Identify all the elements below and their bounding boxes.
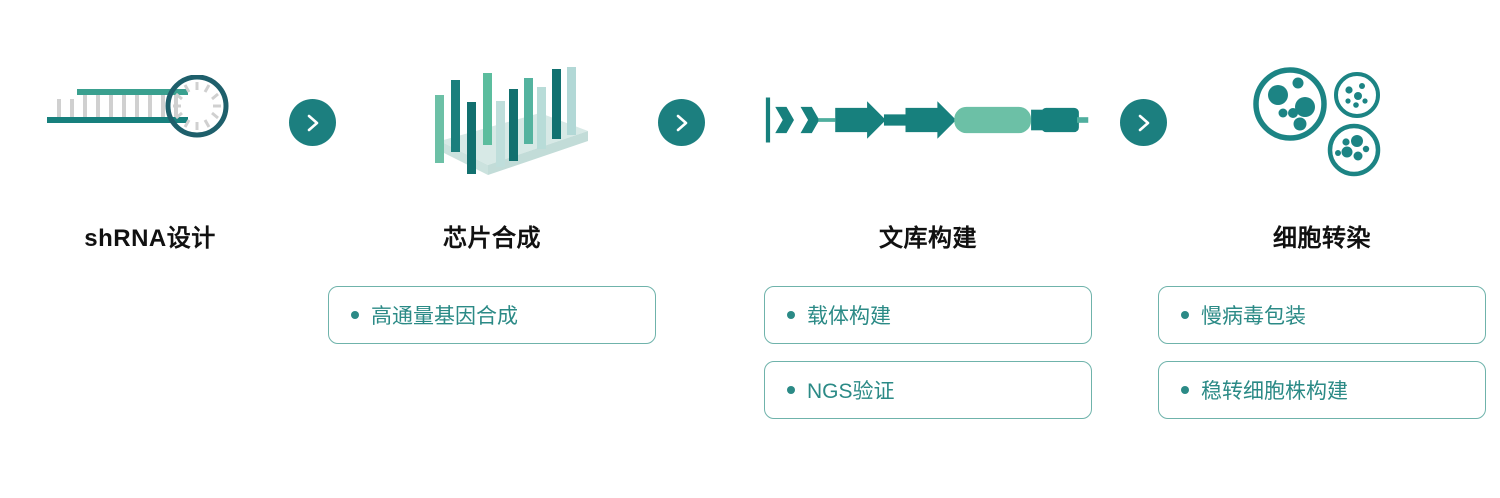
shrna-hairpin-icon [47, 75, 229, 138]
service-list-chip-synthesis: 高通量基因合成 [328, 286, 656, 361]
service-label: 载体构建 [807, 305, 891, 328]
step-cell-transfection: 细胞转染 慢病毒包装 稳转细胞株构建 [1158, 0, 1486, 498]
step-title-cell-transfection: 细胞转染 [1273, 225, 1371, 252]
vector-left-end-bar [765, 97, 771, 143]
bullet-icon [1181, 311, 1189, 319]
colony-large [1253, 66, 1327, 141]
service-pill[interactable]: 稳转细胞株构建 [1158, 361, 1486, 419]
cell-colonies-icon [1253, 66, 1381, 176]
vector-map-icon [765, 97, 1089, 143]
connector-2[interactable] [658, 99, 705, 146]
library-construction-icon-zone [764, 40, 1092, 200]
vector-linker-1 [883, 114, 907, 126]
chevron-right-icon [1138, 114, 1149, 131]
step-chip-synthesis: 芯片合成 高通量基因合成 [328, 0, 656, 498]
service-pill[interactable]: NGS验证 [764, 361, 1092, 419]
step-title-library-construction: 文库构建 [879, 225, 977, 252]
service-label: 慢病毒包装 [1201, 305, 1306, 328]
service-pill[interactable]: 高通量基因合成 [328, 286, 656, 344]
vector-marker-block [1031, 109, 1043, 131]
service-label: 稳转细胞株构建 [1201, 380, 1348, 403]
service-pill[interactable]: 慢病毒包装 [1158, 286, 1486, 344]
cell-transfection-icon-zone [1158, 40, 1486, 200]
bullet-icon [787, 386, 795, 394]
connector-3[interactable] [1120, 99, 1167, 146]
service-label: 高通量基因合成 [371, 305, 518, 328]
vector-promoter-arrow-1 [835, 101, 886, 139]
chip-bars [435, 66, 576, 174]
service-label: NGS验证 [807, 380, 895, 403]
vector-gene-cassette [954, 106, 1032, 134]
bullet-icon [787, 311, 795, 319]
vector-promoter-arrow-2 [905, 101, 957, 139]
bullet-icon [351, 311, 359, 319]
service-pill[interactable]: 载体构建 [764, 286, 1092, 344]
service-list-cell-transfection: 慢病毒包装 稳转细胞株构建 [1158, 286, 1486, 436]
step-title-shrna-design: shRNA设计 [84, 225, 216, 252]
vector-ltr-arrow-2 [800, 106, 820, 134]
hairpin-rungs [57, 93, 178, 119]
chip-synthesis-icon-zone [328, 40, 656, 200]
step-title-chip-synthesis: 芯片合成 [443, 225, 541, 252]
hairpin-loop-ticks [173, 82, 221, 130]
colony-small-top [1334, 71, 1380, 118]
colony-small-bottom [1327, 123, 1381, 176]
hairpin-loop-ring [165, 75, 229, 138]
vector-resistance-block [1041, 107, 1079, 133]
vector-ltr-arrow-1 [775, 106, 794, 134]
connector-1[interactable] [289, 99, 336, 146]
chevron-right-icon [307, 114, 318, 131]
dna-chip-icon [435, 66, 588, 175]
shrna-design-icon-zone [30, 40, 270, 200]
service-list-library-construction: 载体构建 NGS验证 [764, 286, 1092, 436]
bullet-icon [1181, 386, 1189, 394]
step-library-construction: 文库构建 载体构建 NGS验证 [764, 0, 1092, 498]
chevron-right-icon [676, 114, 687, 131]
step-shrna-design: shRNA设计 [30, 0, 270, 498]
